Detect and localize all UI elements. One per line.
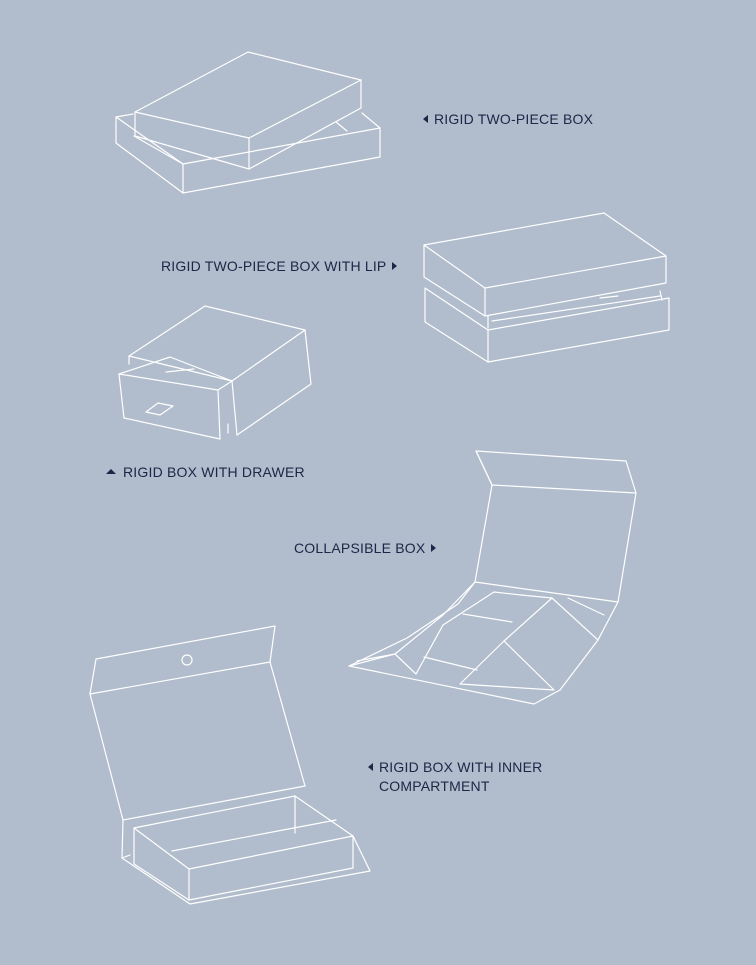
arrow-right-icon <box>431 544 437 552</box>
label-text: RIGID BOX WITH DRAWER <box>123 464 305 480</box>
rigid-two-piece-box-with-lip-label: RIGID TWO-PIECE BOX WITH LIP <box>161 257 398 276</box>
label-text: RIGID TWO-PIECE BOX <box>434 111 594 127</box>
rigid-box-with-drawer-drawing <box>118 305 312 440</box>
arrow-up-icon <box>106 469 116 474</box>
rigid-box-with-inner-compartment-label: RIGID BOX WITH INNER COMPARTMENT <box>368 758 542 796</box>
rigid-two-piece-box-drawing <box>115 51 381 194</box>
label-text: RIGID TWO-PIECE BOX WITH LIP <box>161 258 387 274</box>
collapsible-box-label: COLLAPSIBLE BOX <box>294 539 437 558</box>
arrow-left-icon <box>368 763 373 771</box>
label-text: RIGID BOX WITH INNER COMPARTMENT <box>379 759 543 794</box>
rigid-two-piece-box-label: RIGID TWO-PIECE BOX <box>423 110 593 129</box>
label-text: COLLAPSIBLE BOX <box>294 540 426 556</box>
rigid-two-piece-box-with-lip-drawing <box>423 212 670 363</box>
arrow-right-icon <box>392 262 398 270</box>
rigid-box-with-drawer-label: RIGID BOX WITH DRAWER <box>106 463 305 482</box>
arrow-left-icon <box>423 115 428 123</box>
collapsible-box-drawing <box>348 450 637 705</box>
rigid-box-with-inner-compartment-drawing <box>89 625 371 905</box>
